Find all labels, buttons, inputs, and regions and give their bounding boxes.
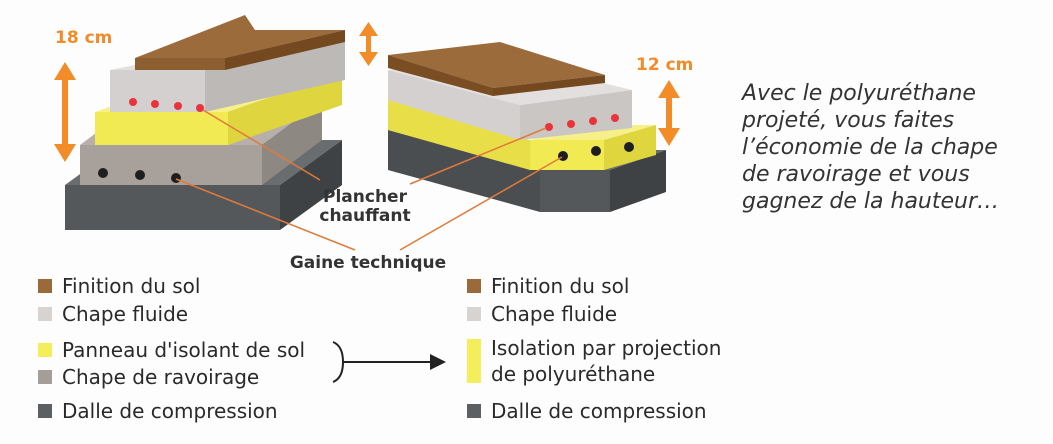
right-spray-back — [388, 100, 530, 170]
left-slab-side — [280, 140, 342, 230]
left-height-arrow — [54, 62, 76, 162]
height-difference-arrow — [359, 22, 378, 66]
left-insulation-side — [228, 72, 342, 145]
note-line: projeté, vous faites — [742, 108, 955, 133]
note-line: l’économie de la chape — [742, 135, 998, 160]
callout-lines — [175, 109, 563, 251]
right-heating-tube — [589, 117, 597, 125]
conduit-callout-line-left — [175, 178, 356, 251]
left-conduit-hole — [171, 173, 181, 183]
right-heating-tube — [567, 120, 575, 128]
left-height-label: 18 cm — [55, 28, 113, 48]
left-heating-tube — [151, 100, 159, 108]
right-floor-stack — [388, 42, 666, 212]
heating-callout-line1: Plancher — [323, 187, 407, 207]
left-leveling-front — [80, 145, 262, 185]
left-heating-tube — [129, 98, 137, 106]
right-conduit-hole — [591, 146, 601, 156]
right-finish-top — [388, 42, 605, 88]
right-slab-front — [540, 170, 610, 212]
right-conduit-hole — [624, 142, 634, 152]
left-screed-side — [205, 42, 345, 112]
left-insulation-front — [95, 112, 228, 145]
conduit-callout-line-right — [399, 156, 563, 251]
left-conduit-hole — [98, 168, 108, 178]
heating-callout: Plancher chauffant — [310, 188, 420, 226]
left-heating-tube — [196, 104, 204, 112]
left-slab-front — [65, 185, 280, 230]
legend-arrowhead — [430, 354, 446, 370]
right-finish-side — [493, 75, 605, 96]
right-heating-tube — [611, 114, 619, 122]
left-finish-side — [225, 30, 345, 70]
heating-callout-line2: chauffant — [319, 206, 411, 226]
right-height-label: 12 cm — [636, 55, 694, 75]
left-heating-tube — [174, 102, 182, 110]
left-finish-front — [135, 58, 225, 70]
heating-callout-line-left — [202, 109, 321, 181]
conduit-callout: Gaine technique — [289, 253, 447, 273]
left-conduit-hole — [135, 170, 145, 180]
right-heating-tube — [545, 123, 553, 131]
left-floor-stack — [65, 15, 345, 230]
left-finish-top — [135, 15, 345, 58]
heating-callout-line-right — [409, 127, 547, 185]
left-leveling-side — [262, 100, 322, 185]
legend-connector — [332, 341, 430, 383]
note-line: de ravoirage et vous — [742, 162, 970, 187]
right-finish-front — [388, 55, 493, 96]
note-line: Avec le polyuréthane — [742, 81, 976, 106]
note-line: gagnez de la hauteur… — [742, 189, 1000, 214]
right-height-arrow — [658, 80, 680, 146]
right-screed-back — [388, 70, 520, 140]
right-slab-side — [610, 150, 666, 212]
right-conduit-hole — [558, 151, 568, 161]
benefit-note: Avec le polyuréthane projeté, vous faite… — [742, 80, 1042, 215]
